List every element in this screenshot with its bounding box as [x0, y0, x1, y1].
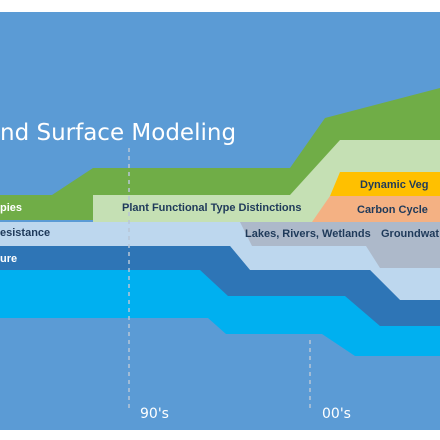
groundwater-label: Groundwat: [381, 228, 439, 240]
lakes-rivers-wetlands-band: [240, 222, 440, 268]
plant-functional-type-label: Plant Functional Type Distinctions: [122, 202, 301, 214]
carbon-cycle-label: Carbon Cycle: [357, 204, 428, 216]
dynamic-veg-label: Dynamic Veg: [360, 179, 428, 191]
nineties-label: 90's: [140, 406, 169, 422]
lakes-rivers-wetlands-label: Lakes, Rivers, Wetlands: [245, 228, 371, 240]
carbon-cycle-band: [312, 196, 440, 222]
cyan-band: [0, 270, 440, 356]
moisture-label: ure: [0, 253, 17, 265]
resistance-label: esistance: [0, 227, 50, 239]
diagram-title: nd Surface Modeling: [0, 120, 236, 146]
dynamic-veg-band: [330, 172, 440, 196]
two-thousands-label: 00's: [322, 406, 351, 422]
canopies-label: pies: [0, 202, 22, 214]
